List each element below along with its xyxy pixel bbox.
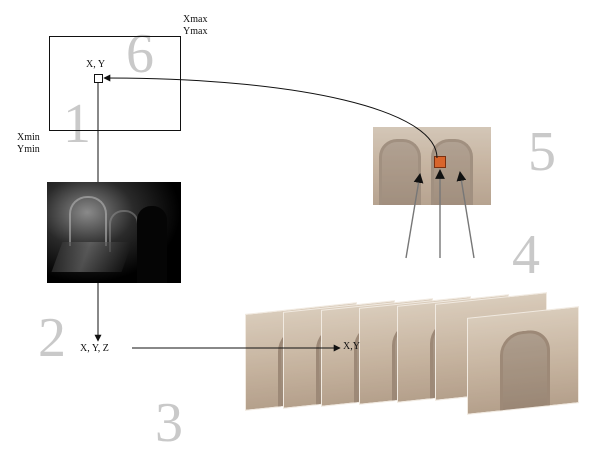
point-3d-label: X, Y, Z — [80, 343, 109, 354]
xmax-label: Xmax — [183, 14, 208, 25]
step-number-6: 6 — [126, 23, 154, 85]
point-2d-label: X, Y — [86, 59, 106, 70]
step-number-5: 5 — [528, 121, 556, 183]
selection-marker — [434, 156, 446, 168]
point-projected-label: X,Y — [343, 341, 360, 352]
step-number-3: 3 — [155, 392, 183, 454]
stack-photo — [467, 306, 579, 415]
xmin-label: Xmin — [17, 132, 40, 143]
ymin-label: Ymin — [17, 144, 40, 155]
point-2d-marker — [94, 74, 103, 83]
image-extent-frame — [49, 36, 181, 131]
ymax-label: Ymax — [183, 26, 208, 37]
step-number-2: 2 — [38, 307, 66, 369]
step-number-4: 4 — [512, 224, 540, 286]
photo-stack — [245, 290, 580, 430]
dark-interior-photo — [47, 182, 181, 283]
step-number-1: 1 — [63, 93, 91, 155]
selected-photo — [373, 127, 491, 205]
